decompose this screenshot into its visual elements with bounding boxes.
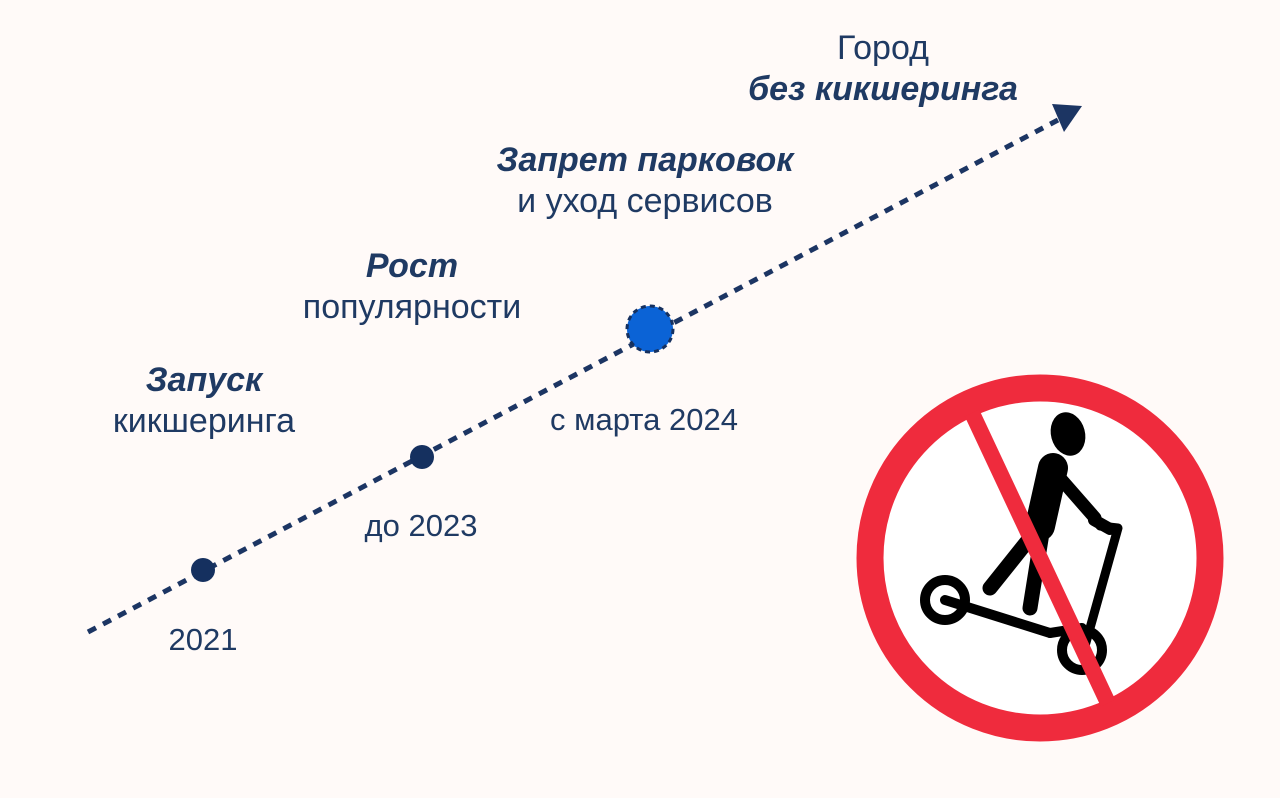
timeline-dotted-line: [86, 117, 1060, 635]
milestone-title: Рост: [365, 247, 459, 285]
milestone-dot-2021: [191, 558, 215, 582]
milestone-date-2021: 2021: [168, 622, 238, 657]
milestone-dot-2024: [625, 304, 675, 354]
milestone-title-plain: Город: [837, 29, 929, 67]
milestone-dot-2023: [410, 445, 434, 469]
milestone-label-growth: Рост популярности: [276, 246, 548, 329]
milestone-subtitle: и уход сервисов: [517, 182, 773, 221]
sign-red-ring: [856, 374, 1224, 742]
milestone-label-ban: Запрет парковок и уход сервисов: [470, 140, 820, 223]
milestone-label-launch: Запуск кикшеринга: [86, 360, 322, 443]
milestone-subtitle: популярности: [302, 288, 522, 327]
sign-red-slash: [964, 409, 1116, 707]
milestone-subtitle: кикшеринга: [112, 402, 296, 441]
milestone-date-2023: до 2023: [364, 508, 478, 543]
milestone-title: Запрет парковок: [496, 141, 794, 179]
timeline-arrowhead-icon: [1052, 104, 1082, 132]
milestone-title-bold: без кикшеринга: [748, 70, 1018, 109]
milestone-label-city: Город без кикшеринга: [716, 28, 1050, 111]
no-kick-scooter-sign-icon: [856, 374, 1224, 742]
milestone-title: Запуск: [145, 361, 263, 399]
milestone-date-2024: с марта 2024: [550, 402, 738, 437]
